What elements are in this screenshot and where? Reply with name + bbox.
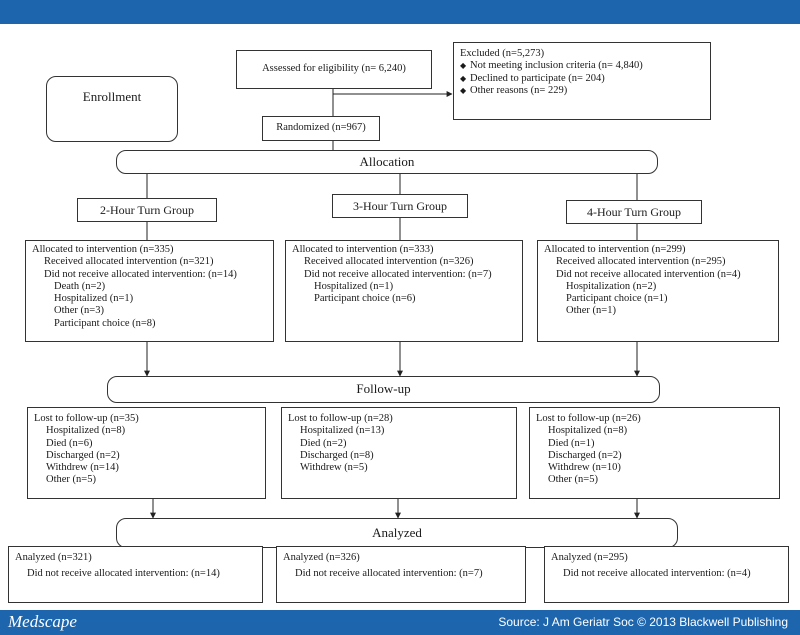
excluded-item-text: Declined to participate (n= 204) xyxy=(470,72,605,84)
analyzed-line: Analyzed (n=295) xyxy=(551,552,628,563)
allocation-banner: Allocation xyxy=(116,150,658,174)
lost-line: Other (n=5) xyxy=(46,474,96,486)
excluded-item: ◆Other reasons (n= 229) xyxy=(460,85,704,97)
alloc-line: Allocated to intervention (n=333) xyxy=(292,244,434,255)
analyzed-box-3-hour: Analyzed (n=326) Did not receive allocat… xyxy=(276,546,526,603)
footer-bar: Medscape Source: J Am Geriatr Soc © 2013… xyxy=(0,610,800,635)
bullet-icon: ◆ xyxy=(460,73,467,83)
connector-lines xyxy=(144,89,640,519)
alloc-line: Participant choice (n=1) xyxy=(566,293,668,305)
lost-box-3-hour: Lost to follow-up (n=28) Hospitalized (n… xyxy=(281,407,517,499)
alloc-line: Did not receive allocated intervention: … xyxy=(304,268,492,280)
group-title-2-hour: 2-Hour Turn Group xyxy=(77,198,217,222)
alloc-line: Hospitalization (n=2) xyxy=(566,280,657,292)
enrollment-label: Enrollment xyxy=(46,76,178,142)
excluded-box: Excluded (n=5,273) ◆Not meeting inclusio… xyxy=(453,42,711,120)
alloc-line: Hospitalized (n=1) xyxy=(54,293,134,305)
allocation-box-2-hour: Allocated to intervention (n=335) Receiv… xyxy=(25,240,274,342)
lost-box-2-hour: Lost to follow-up (n=35) Hospitalized (n… xyxy=(27,407,266,499)
analyzed-line: Analyzed (n=326) xyxy=(283,552,360,563)
excluded-item-text: Not meeting inclusion criteria (n= 4,840… xyxy=(470,60,643,72)
lost-line: Discharged (n=8) xyxy=(300,449,374,461)
excluded-item: ◆Declined to participate (n= 204) xyxy=(460,73,704,85)
followup-banner: Follow-up xyxy=(107,376,660,403)
allocation-box-3-hour: Allocated to intervention (n=333) Receiv… xyxy=(285,240,523,342)
source-citation: Source: J Am Geriatr Soc © 2013 Blackwel… xyxy=(498,615,788,629)
alloc-line: Participant choice (n=6) xyxy=(314,293,416,305)
lost-line: Withdrew (n=5) xyxy=(300,462,368,474)
lost-box-4-hour: Lost to follow-up (n=26) Hospitalized (n… xyxy=(529,407,780,499)
alloc-line: Participant choice (n=8) xyxy=(54,317,156,329)
assessed-text: Assessed for eligibility (n= 6,240) xyxy=(262,63,406,75)
lost-line: Died (n=1) xyxy=(548,437,595,449)
alloc-line: Received allocated intervention (n=326) xyxy=(304,256,474,268)
alloc-line: Death (n=2) xyxy=(54,280,106,292)
excluded-title: Excluded (n=5,273) xyxy=(460,48,545,59)
randomized-text: Randomized (n=967) xyxy=(276,122,366,134)
alloc-line: Other (n=1) xyxy=(566,305,616,317)
analyzed-line: Did not receive allocated intervention: … xyxy=(563,568,751,580)
excluded-item: ◆Not meeting inclusion criteria (n= 4,84… xyxy=(460,60,704,72)
lost-line: Withdrew (n=10) xyxy=(548,462,621,474)
lost-line: Lost to follow-up (n=26) xyxy=(536,413,641,424)
analyzed-line: Did not receive allocated intervention: … xyxy=(295,568,483,580)
assessed-box: Assessed for eligibility (n= 6,240) xyxy=(236,50,432,89)
group-title-3-hour: 3-Hour Turn Group xyxy=(332,194,468,218)
analyzed-box-2-hour: Analyzed (n=321) Did not receive allocat… xyxy=(8,546,263,603)
alloc-line: Received allocated intervention (n=295) xyxy=(556,256,726,268)
medscape-logo[interactable]: Medscape xyxy=(8,612,77,631)
lost-line: Other (n=5) xyxy=(548,474,598,486)
analyzed-banner: Analyzed xyxy=(116,518,678,548)
alloc-line: Other (n=3) xyxy=(54,305,104,317)
lost-line: Discharged (n=2) xyxy=(548,449,622,461)
lost-line: Lost to follow-up (n=35) xyxy=(34,413,139,424)
consort-flow-diagram: Enrollment Assessed for eligibility (n= … xyxy=(0,24,800,610)
analyzed-line: Analyzed (n=321) xyxy=(15,552,92,563)
alloc-line: Did not receive allocated intervention: … xyxy=(44,268,237,280)
lost-line: Hospitalized (n=13) xyxy=(300,425,385,437)
lost-line: Hospitalized (n=8) xyxy=(548,425,628,437)
top-header-bar xyxy=(0,0,800,24)
lost-line: Withdrew (n=14) xyxy=(46,462,119,474)
allocation-box-4-hour: Allocated to intervention (n=299) Receiv… xyxy=(537,240,779,342)
lost-line: Discharged (n=2) xyxy=(46,449,120,461)
alloc-line: Allocated to intervention (n=299) xyxy=(544,244,686,255)
randomized-box: Randomized (n=967) xyxy=(262,116,380,141)
group-title-4-hour: 4-Hour Turn Group xyxy=(566,200,702,224)
lost-line: Lost to follow-up (n=28) xyxy=(288,413,393,424)
bullet-icon: ◆ xyxy=(460,85,467,95)
analyzed-box-4-hour: Analyzed (n=295) Did not receive allocat… xyxy=(544,546,789,603)
bullet-icon: ◆ xyxy=(460,61,467,71)
lost-line: Died (n=6) xyxy=(46,437,93,449)
alloc-line: Allocated to intervention (n=335) xyxy=(32,244,174,255)
alloc-line: Hospitalized (n=1) xyxy=(314,280,394,292)
lost-line: Hospitalized (n=8) xyxy=(46,425,126,437)
alloc-line: Received allocated intervention (n=321) xyxy=(44,256,214,268)
lost-line: Died (n=2) xyxy=(300,437,347,449)
analyzed-line: Did not receive allocated intervention: … xyxy=(27,568,220,580)
alloc-line: Did not receive allocated intervention (… xyxy=(556,268,741,280)
excluded-item-text: Other reasons (n= 229) xyxy=(470,84,568,96)
